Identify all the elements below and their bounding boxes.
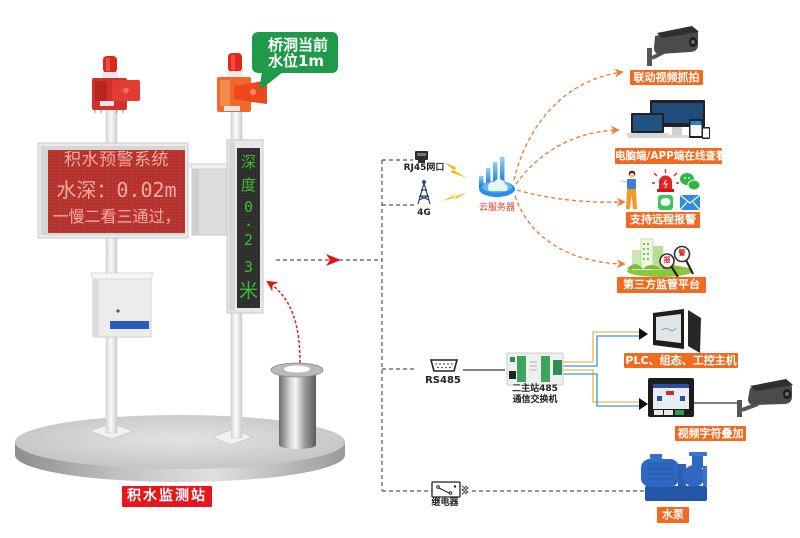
ethernet-port-icon [415,151,428,163]
plc-host-label: PLC、组态、工控主机 [624,353,738,368]
monitoring-platform-icon [627,238,694,278]
cloud-server-label: 云服务器 [478,203,515,213]
cloud-server-icon [479,157,515,197]
arrow-to-monitor-icon [639,328,648,340]
lightning-icon [442,192,467,201]
callout-line: 桥洞当前 [268,36,329,54]
cell-tower-icon [417,180,431,205]
callout-line: 水位1m [268,52,325,70]
mail-icon [679,194,701,211]
cloud-output-arrows [513,68,626,269]
data-flow-arrow-icon [326,254,341,266]
depth-display-char: · [243,216,254,234]
wechat-icon [680,173,701,191]
remote-alarm-label: 支持远程报警 [626,212,700,228]
callout-tail [259,72,283,91]
switch-label-line: 通信交换机 [512,395,558,405]
alarm-light-icon [652,169,679,192]
arrow-to-video-capture [513,68,624,181]
video-capture-label: 联动视频抓拍 [630,70,703,85]
siren-icon [217,53,267,112]
depth-display-char: 0 [243,198,254,216]
industrial-monitor-icon [653,309,701,353]
switch-output-lines [563,331,640,407]
depth-display-char: 3 [243,258,254,276]
video-overlay-label: 视频字符叠加 [675,426,746,441]
led-sign-title: 积水预警系统 [64,150,169,170]
rs485-switch-label: 二主站485 通信交换机 [505,384,565,406]
cellular-label: 4G [417,208,431,218]
arrow-to-online-view [515,125,620,185]
relay-label: 继电器 [431,498,459,508]
depth-display-char: 度 [240,176,256,194]
sensor-signal-arrow [266,280,301,364]
video-overlay-device-icon [648,378,694,417]
water-pump-label: 水泵 [657,507,689,523]
depth-display-char: 米 [238,280,258,302]
online-view-label: 电脑端/APP端在线查看 [615,148,727,164]
depth-display-icon [226,139,264,314]
relay-icon [431,481,469,498]
lightning-icon [444,162,467,178]
depth-display-char: 2 [243,231,254,249]
magnifier-char: 报 [663,256,671,264]
network-dashed-lines [276,159,645,492]
arrow-to-third-party [514,195,626,269]
led-sign-message: 一慢二看三通过， [52,207,181,226]
control-box [90,272,154,338]
control-box-nameplate [110,321,149,329]
serial-port-icon [429,359,459,372]
arrow-to-overlay-icon [639,398,648,410]
cctv-camera-icon [647,26,699,66]
person-icon [620,170,637,209]
led-sign-depth: 水深：0.02m [56,178,177,202]
water-level-sensor-icon [270,362,324,449]
rs485-label: RS485 [425,375,461,386]
rj45-label: RJ45网口 [403,163,445,173]
depth-display-char: 深 [240,153,256,171]
siren-icon [92,56,140,113]
equipment-box [189,163,230,236]
switch-label-line: 二主站485 [512,384,558,394]
water-level-callout: 桥洞当前 水位1m [252,32,338,73]
arrow-to-remote-alarm [516,189,626,207]
message-icon [658,195,673,210]
computer-and-mobile-icon [626,100,710,139]
third-party-platform-label: 第三方监管平台 [617,277,706,293]
cctv-camera-icon [737,379,793,417]
led-sign-icon [37,142,189,239]
station-label: 积水监测站 [122,486,212,507]
rs485-switch-icon [506,352,564,386]
water-pump-icon [641,452,707,501]
magnifier-char: 警 [678,249,686,257]
